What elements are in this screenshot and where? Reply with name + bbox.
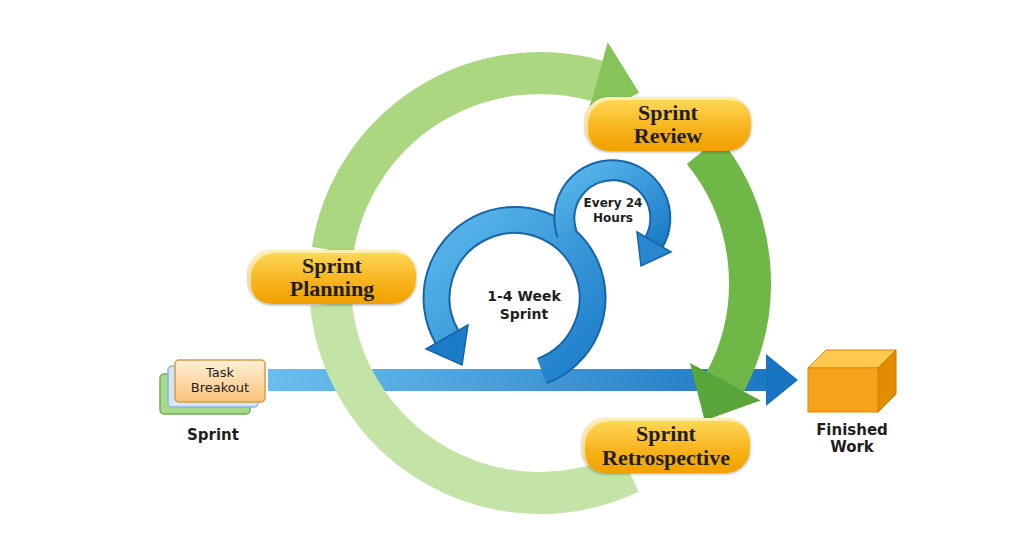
arrow-head: [690, 363, 761, 421]
daily-loop: [564, 170, 660, 242]
task-label: Task Breakout: [175, 360, 265, 402]
loop-label: 1-4 Week Sprint: [482, 288, 566, 323]
arrow-head: [766, 354, 798, 406]
stack-caption: Sprint: [178, 425, 248, 447]
phase-name: Sprint Review: [613, 101, 723, 147]
sprint-retrospective-box: Sprint Retrospective: [582, 418, 750, 473]
daily-loop-outline: [564, 170, 660, 242]
sprint-planning-box: Sprint Planning: [248, 250, 416, 304]
phase-name: Sprint Retrospective: [589, 422, 744, 468]
finished-work-cube: Finished Work: [798, 345, 905, 458]
flow-arrow: [690, 151, 761, 421]
daily-loop-head: [637, 232, 671, 266]
cube-caption: Finished Work: [812, 420, 892, 458]
sprint-review-box: Sprint Review: [585, 97, 751, 151]
cycle-arc: [703, 151, 750, 382]
loop-label: Every 24 Hours: [577, 196, 649, 226]
phase-name: Sprint Planning: [272, 254, 392, 300]
sprint-loop-head: [426, 325, 468, 365]
task-stack: Task BreakoutSprint: [158, 356, 268, 452]
